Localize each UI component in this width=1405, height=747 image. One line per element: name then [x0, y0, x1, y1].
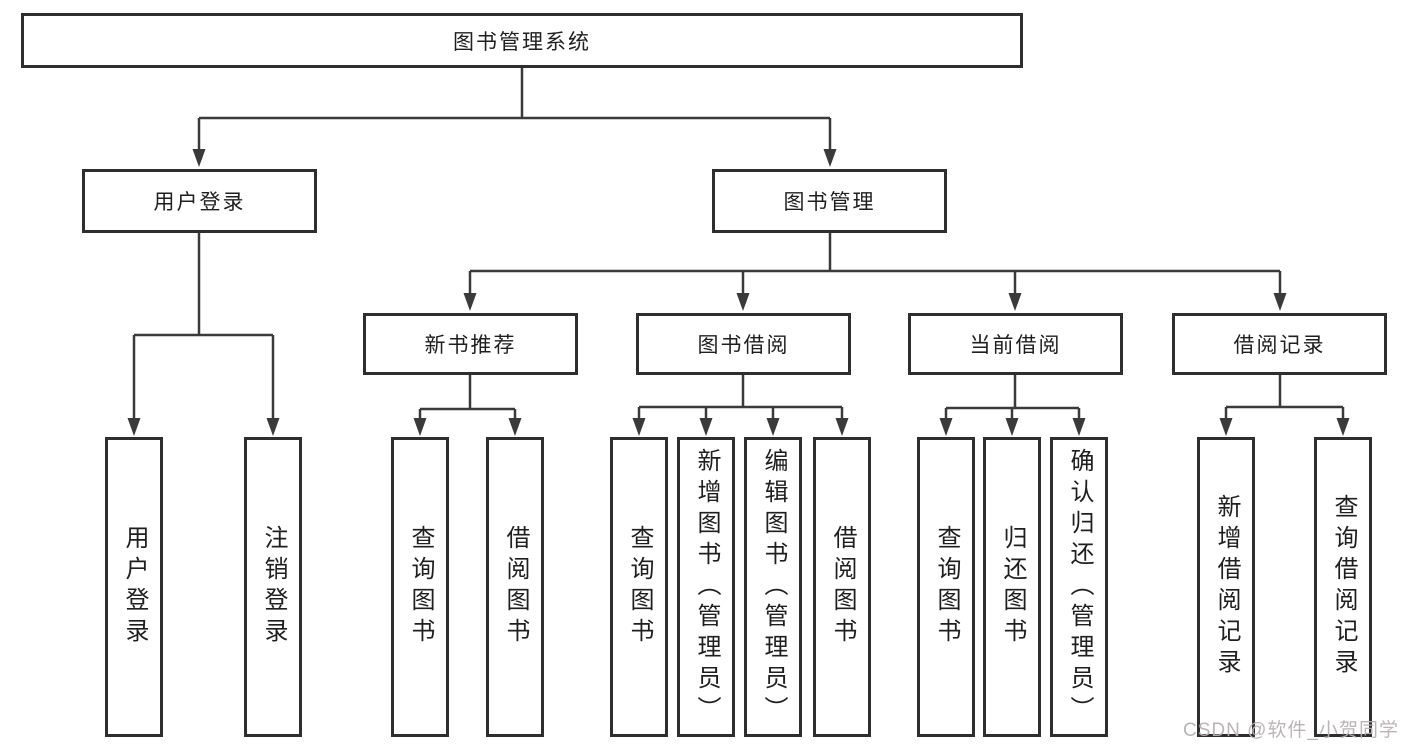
leaf-record-query-borrow-record: 查询借阅记录	[1314, 437, 1372, 737]
node-book-management: 图书管理	[712, 169, 947, 233]
leaf-record-add-borrow-record: 新增借阅记录	[1197, 437, 1255, 737]
csdn-watermark: CSDN @软件_小贺同学	[1183, 720, 1399, 741]
node-new-book-recommend: 新书推荐	[363, 313, 578, 375]
leaf-borrow-borrow-books: 借阅图书	[813, 437, 871, 737]
leaf-logout: 注销登录	[244, 437, 302, 737]
node-borrowing-records: 借阅记录	[1172, 313, 1387, 375]
node-user-login: 用户登录	[82, 169, 317, 233]
node-book-borrowing: 图书借阅	[636, 313, 851, 375]
leaf-borrow-query-books: 查询图书	[610, 437, 668, 737]
leaf-current-confirm-return-admin: 确认归还（管理员）	[1050, 437, 1108, 737]
leaf-current-return-books: 归还图书	[983, 437, 1041, 737]
node-current-borrowing: 当前借阅	[908, 313, 1123, 375]
node-root-system: 图书管理系统	[21, 13, 1023, 68]
leaf-current-query-books: 查询图书	[917, 437, 975, 737]
leaf-borrow-edit-books-admin: 编辑图书（管理员）	[744, 437, 802, 737]
leaf-recommend-query-books: 查询图书	[391, 437, 449, 737]
leaf-user-login: 用户登录	[105, 437, 163, 737]
leaf-recommend-borrow-books: 借阅图书	[486, 437, 544, 737]
leaf-borrow-add-books-admin: 新增图书（管理员）	[677, 437, 735, 737]
